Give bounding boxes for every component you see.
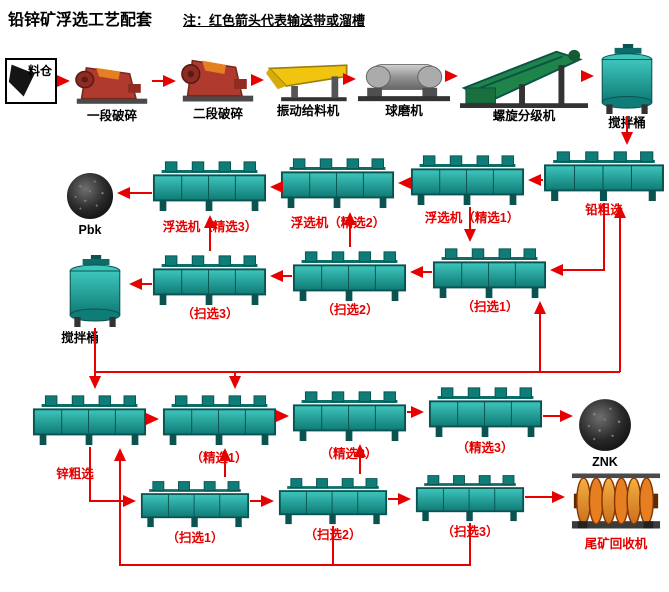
ore-pile-icon [579,399,631,451]
jaw-crusher-icon [181,59,255,103]
vibrating-feeder [266,62,350,102]
flotation-machine-icon [280,157,395,209]
ball-mill [358,56,450,102]
ore-bin-icon [8,64,35,97]
pb-concentrate [66,172,114,220]
spiral-classifier-icon [460,48,588,108]
pb-rougher-flotation [543,148,665,202]
mixing-barrel-icon [601,44,653,114]
flotation-machine-icon [152,160,267,212]
pb-cleaner2-label: 浮选机（精选2） [290,216,386,230]
flotation-machine-icon [278,477,388,525]
pb-cleaner1-label: 浮选机（精选1） [424,211,520,225]
pb-cleaner2-flotation [280,155,395,209]
zn-concentrate-label: ZNK [592,455,618,469]
vibrating-feeder-icon [266,64,348,102]
pb-scavenger2-flotation [292,248,407,302]
flotation-machine-icon [543,150,665,202]
pb-cleaner3-flotation [152,158,267,212]
pb-rougher-label: 铅粗选 [585,203,623,217]
flotation-machine-icon [292,250,407,302]
pb-cleaner3-label: 浮选机（精选3） [162,220,258,234]
flotation-machine-icon [428,386,543,438]
zn-concentrate [578,398,632,452]
zn-cleaner2-label: （精选2） [320,447,378,461]
zn-cleaner3-flotation [428,384,543,438]
flotation-machine-icon [292,390,407,442]
pb-cleaner1-flotation [410,152,525,206]
flotation-machine-icon [32,394,147,446]
flotation-machine-icon [152,254,267,306]
ball-mill-label: 球磨机 [385,104,423,118]
ore-pile-icon [66,172,114,220]
flotation-machine-icon [410,154,525,206]
ball-mill-icon [358,63,450,102]
flotation-machine-icon [415,474,525,522]
zn-rougher-flotation [32,392,147,446]
mixing-barrel-top-label: 搅拌桶 [608,116,646,130]
zn-scavenger3-flotation [415,472,525,522]
secondary-crusher-label: 二段破碎 [192,107,244,121]
spiral-classifier-label: 螺旋分级机 [492,109,556,123]
flotation-machine-icon [140,480,250,528]
legend-note: 注：红色箭头代表输送带或溜槽 [183,13,366,28]
secondary-crusher [178,54,258,104]
pb-concentrate-label: Pbk [78,223,102,237]
vibrating-feeder-label: 振动给料机 [276,104,340,118]
zn-scavenger2-label: （扫选2） [304,528,362,542]
page-title: 铅锌矿浮选工艺配套 [8,12,153,29]
mixing-barrel-top [596,44,658,114]
zn-cleaner3-label: （精选3） [456,441,514,455]
zn-rougher-label: 锌粗选 [56,467,94,481]
pb-scavenger2-label: （扫选2） [321,303,379,317]
zn-scavenger2-flotation [278,475,388,525]
flotation-machine-icon [162,394,277,446]
ore-bin: 料仓 [5,58,57,104]
primary-crusher [72,62,152,106]
jaw-crusher-icon [75,67,148,105]
tailings-recovery-machine [570,468,662,534]
primary-crusher-label: 一段破碎 [86,109,138,123]
disc-recovery-icon [571,472,661,530]
pb-scavenger1-label: （扫选1） [461,300,519,314]
zn-scavenger3-label: （扫选3） [441,525,499,539]
tailings-recovery-label: 尾矿回收机 [584,537,648,551]
zn-cleaner1-flotation [162,392,277,446]
spiral-classifier [460,46,588,108]
pb-scavenger1-flotation [432,245,547,299]
mixing-barrel-icon [69,255,121,327]
mixing-barrel-left [64,255,126,327]
zn-scavenger1-flotation [140,478,250,528]
flow-arrow [89,447,136,507]
zn-scavenger1-label: （扫选1） [166,531,224,545]
pb-scavenger3-flotation [152,252,267,306]
zn-cleaner2-flotation [292,388,407,442]
ore-bin-label: 料仓 [27,64,52,78]
zn-cleaner1-label: （精选1） [190,451,248,465]
mixing-barrel-left-label: 搅拌桶 [61,331,99,345]
flotation-machine-icon [432,247,547,299]
pb-scavenger3-label: （扫选3） [181,307,239,321]
